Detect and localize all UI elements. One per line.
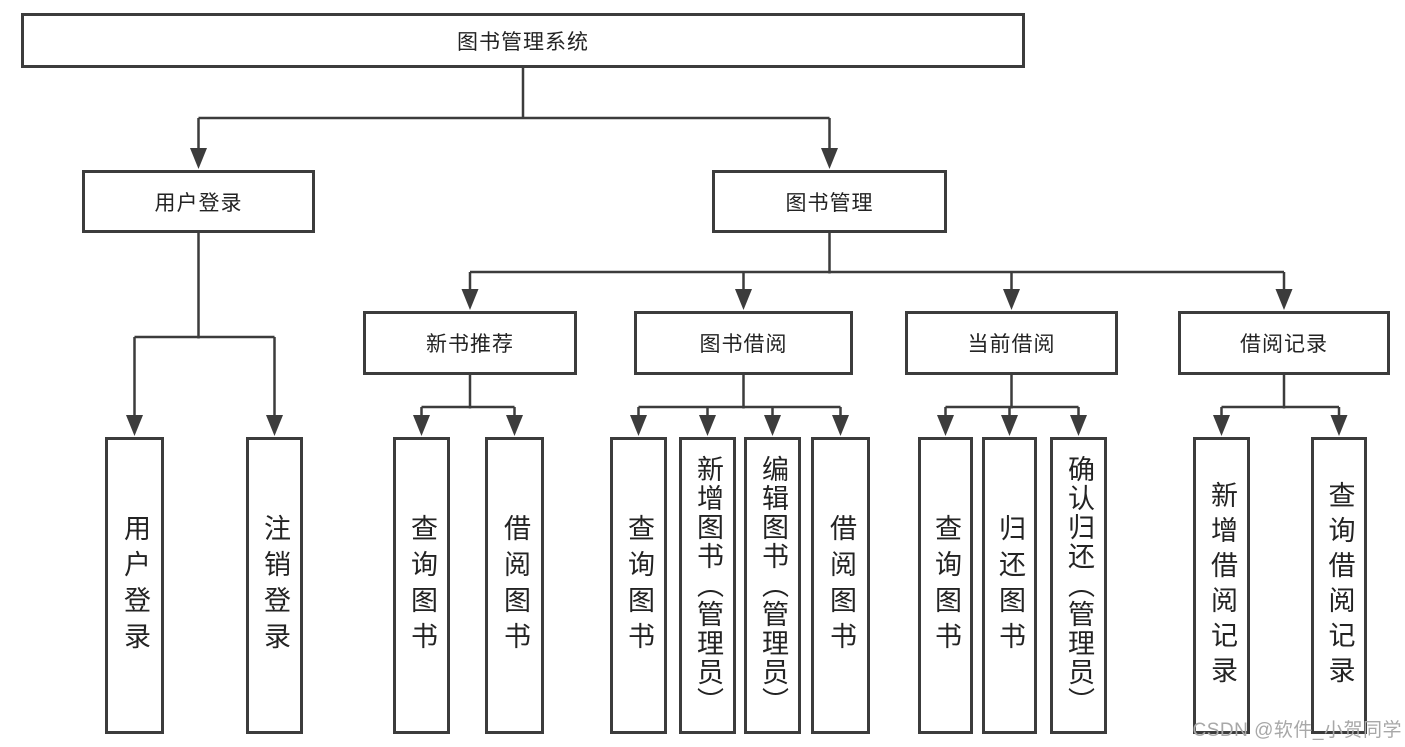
leaf-label: 借阅图书	[500, 513, 530, 658]
leaf-label: 查询图书	[407, 513, 437, 658]
node-current-borrow: 当前借阅	[905, 311, 1118, 375]
leaf-label: 注销登录	[260, 513, 290, 658]
leaf-confirm-return-admin: 确认归还（管理员）	[1050, 437, 1107, 734]
leaf-borrow-books: 借阅图书	[811, 437, 870, 734]
leaf-query-books-current: 查询图书	[918, 437, 973, 734]
leaf-label: 新增借阅记录	[1207, 480, 1237, 691]
node-label: 用户登录	[154, 191, 243, 215]
leaf-label: 借阅图书	[826, 513, 856, 658]
leaf-query-books-borrow: 查询图书	[610, 437, 667, 734]
leaf-borrow-books-recommend: 借阅图书	[485, 437, 544, 734]
leaf-logout: 注销登录	[246, 437, 303, 734]
node-book-borrow: 图书借阅	[634, 311, 853, 375]
node-user-login: 用户登录	[82, 170, 315, 233]
node-label: 借阅记录	[1240, 333, 1328, 356]
node-root-system: 图书管理系统	[21, 13, 1025, 68]
leaf-return-books: 归还图书	[982, 437, 1037, 734]
node-book-management: 图书管理	[712, 170, 947, 233]
node-new-book-recommend: 新书推荐	[363, 311, 577, 375]
leaf-label: 新增图书（管理员）	[693, 455, 723, 716]
node-label: 图书管理	[785, 191, 874, 215]
leaf-user-login: 用户登录	[105, 437, 164, 734]
leaf-edit-book-admin: 编辑图书（管理员）	[744, 437, 801, 734]
leaf-label: 用户登录	[120, 513, 150, 658]
leaf-label: 查询借阅记录	[1324, 480, 1355, 691]
node-label: 当前借阅	[967, 333, 1056, 356]
leaf-label: 查询图书	[624, 513, 654, 658]
leaf-label: 确认归还（管理员）	[1064, 455, 1094, 716]
leaf-add-borrow-record: 新增借阅记录	[1193, 437, 1250, 734]
csdn-watermark: CSDN @软件_小贺同学	[1192, 720, 1402, 741]
node-borrow-records: 借阅记录	[1178, 311, 1390, 375]
node-label: 新书推荐	[426, 333, 514, 356]
leaf-query-borrow-record: 查询借阅记录	[1311, 437, 1367, 734]
leaf-label: 归还图书	[995, 513, 1025, 658]
leaf-label: 查询图书	[931, 513, 961, 658]
leaf-add-book-admin: 新增图书（管理员）	[679, 437, 736, 734]
leaf-query-books-recommend: 查询图书	[393, 437, 450, 734]
node-label: 图书借阅	[699, 333, 788, 356]
node-label: 图书管理系统	[457, 30, 589, 54]
arrowheads	[126, 148, 1348, 436]
leaf-label: 编辑图书（管理员）	[758, 455, 788, 716]
